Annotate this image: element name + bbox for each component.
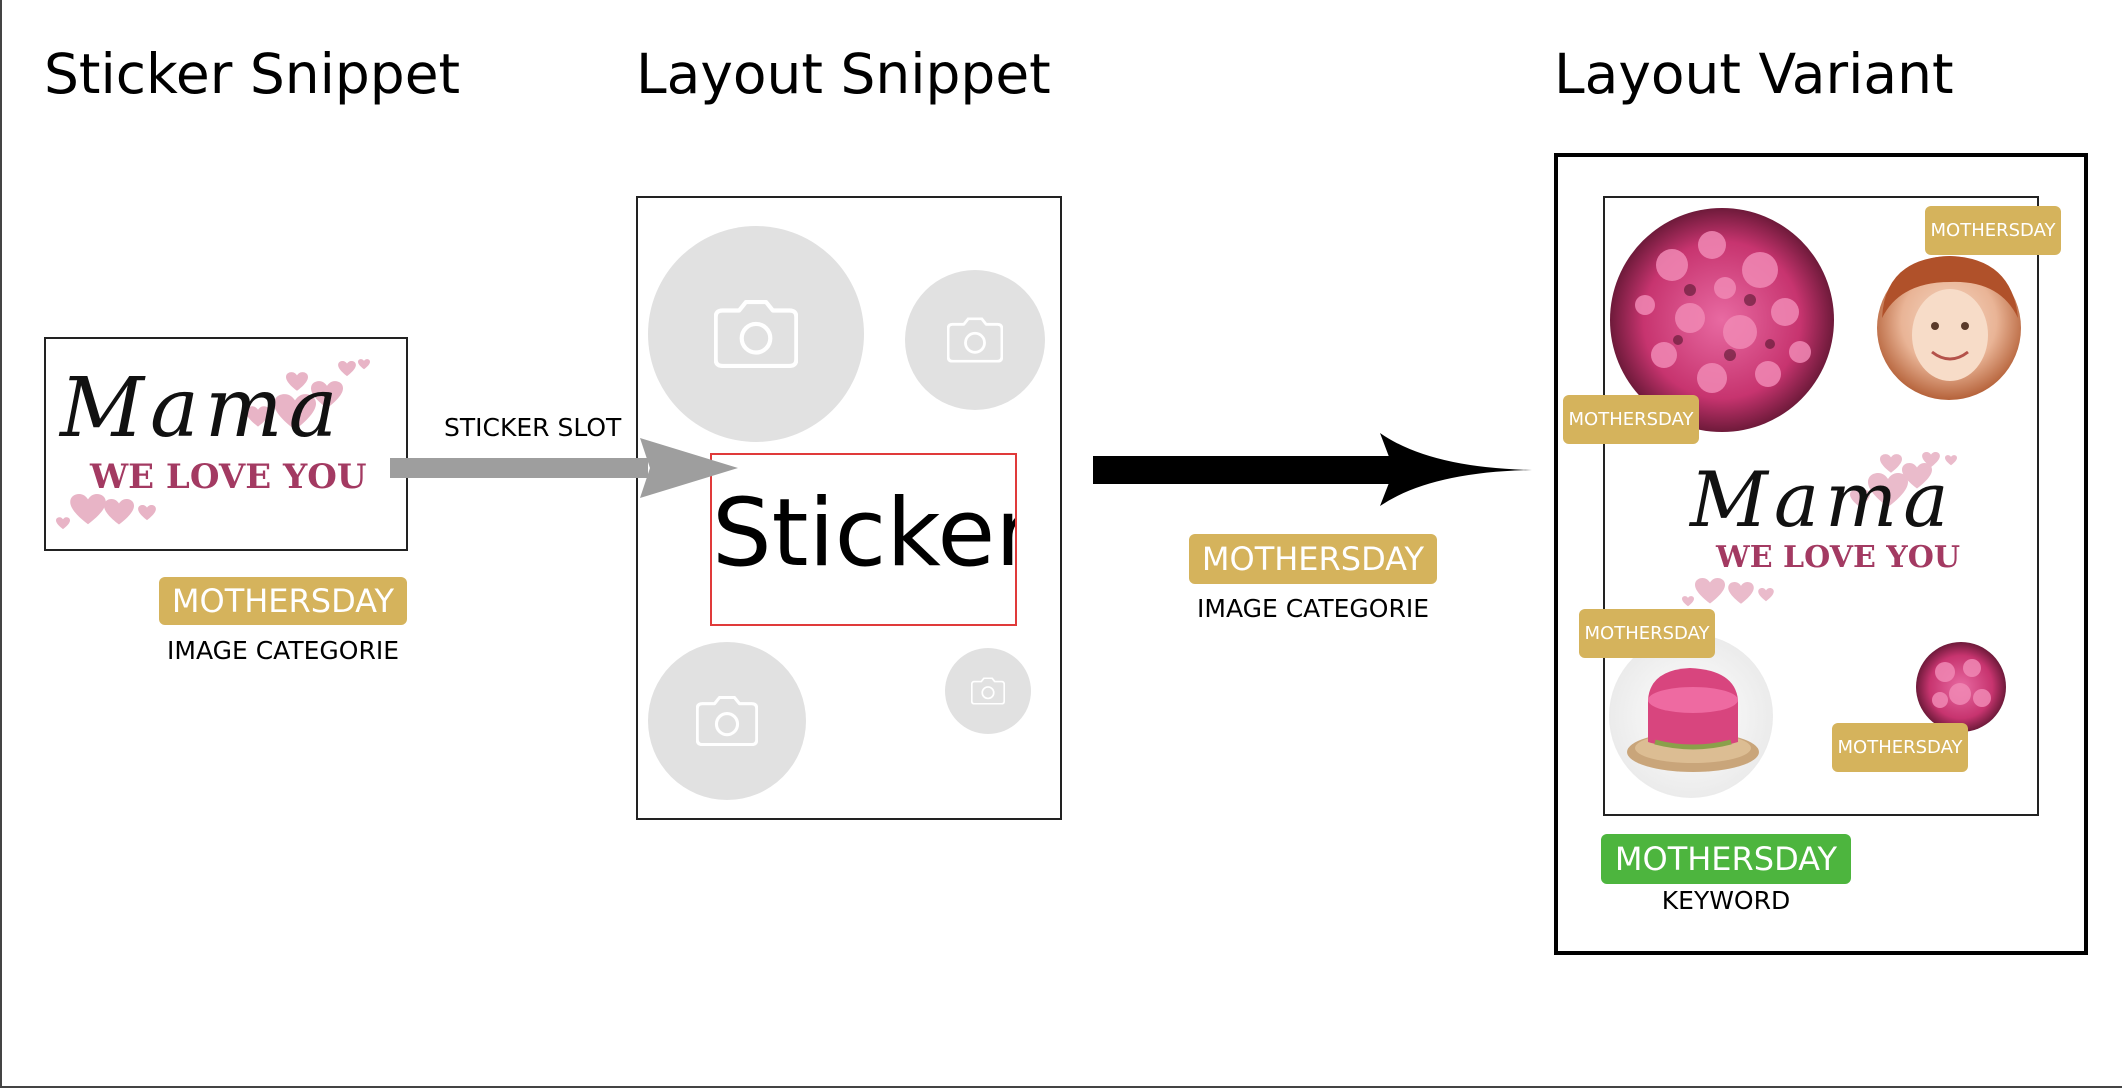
image-placeholder-small	[945, 648, 1031, 734]
cake-photo	[1609, 634, 1773, 798]
girl-portrait-photo	[1877, 256, 2021, 400]
photo-category-tag: MOTHERSDAY	[1925, 206, 2061, 255]
sticker-slot: Sticker	[710, 453, 1017, 626]
flower-photo-small	[1916, 642, 2006, 732]
sticker-category-caption: IMAGE CATEGORIE	[167, 636, 399, 665]
variant-sticker-headline: WE LOVE YOU	[1716, 540, 1960, 575]
transform-category-caption: IMAGE CATEGORIE	[1197, 594, 1429, 623]
sticker-headline: WE LOVE YOU	[90, 457, 367, 497]
photo-category-tag: MOTHERSDAY	[1563, 395, 1699, 444]
layout-variant-inner-frame	[1603, 196, 2039, 816]
layout-snippet-card	[636, 196, 1062, 820]
photo-category-tag: MOTHERSDAY	[1832, 723, 1968, 772]
variant-arrow	[1093, 433, 1532, 506]
sticker-script-text: Mama	[60, 361, 344, 456]
transform-category-tag: MOTHERSDAY	[1189, 534, 1437, 584]
flower-photo-large	[1610, 208, 1834, 432]
variant-sticker-script-text: Mama	[1690, 455, 1955, 544]
layout-variant-outer-frame	[1554, 153, 2088, 955]
sticker-slot-arrow	[390, 438, 738, 498]
image-placeholder-bottom-left	[648, 642, 806, 800]
photo-category-tag: MOTHERSDAY	[1579, 609, 1715, 658]
sticker-placeholder-text: Sticker	[712, 479, 1017, 588]
sticker-snippet-title: Sticker Snippet	[44, 42, 461, 106]
keyword-caption: KEYWORD	[1661, 886, 1791, 915]
image-placeholder-medium	[905, 270, 1045, 410]
layout-snippet-title: Layout Snippet	[636, 42, 1051, 106]
sticker-card: Mama WE LOVE YOU	[44, 337, 408, 551]
sticker-category-tag: MOTHERSDAY	[159, 577, 407, 625]
layout-variant-title: Layout Variant	[1554, 42, 1954, 106]
image-placeholder-large	[648, 226, 864, 442]
sticker-slot-label: STICKER SLOT	[444, 413, 622, 442]
keyword-tag: MOTHERSDAY	[1601, 834, 1851, 884]
